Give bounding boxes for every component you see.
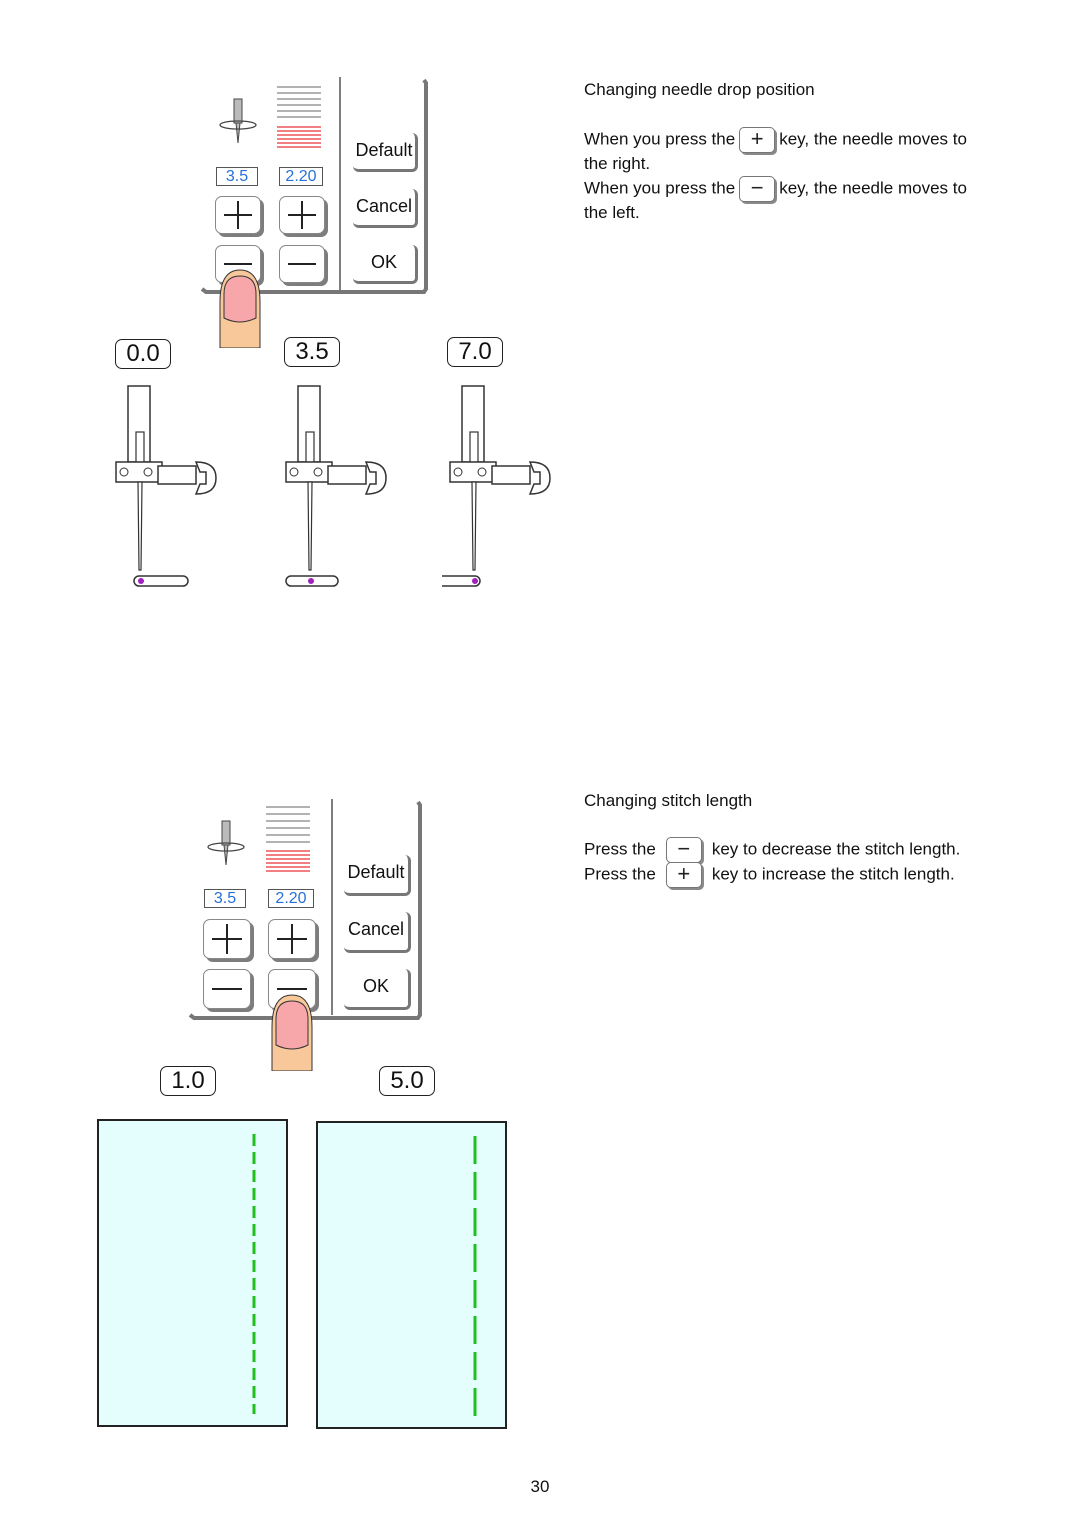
- width-plus-button[interactable]: [215, 196, 261, 234]
- length-value-display: 2.20: [279, 167, 323, 186]
- cancel-button[interactable]: Cancel: [344, 912, 411, 953]
- needle-center-icon: [285, 385, 387, 587]
- section1-title: Changing needle drop position: [584, 80, 815, 99]
- section2-line1: Press the−key to decrease the stitch len…: [584, 836, 961, 863]
- needle-width-icon: [207, 820, 245, 866]
- fabric-long-stitch: [316, 1121, 507, 1429]
- section1-line2: When you press the−key, the needle moves…: [584, 175, 967, 202]
- section2-line2-end: key to increase the stitch length.: [711, 864, 955, 884]
- default-button[interactable]: Default: [344, 855, 411, 896]
- width-value-display: 3.5: [216, 167, 258, 186]
- section2-line1-start: Press the: [584, 839, 656, 859]
- section2-line2: Press the + key to increase the stitch len…: [584, 861, 955, 888]
- stitch-length-short-label: 1.0: [160, 1066, 216, 1096]
- section1-line2-end: key, the needle moves to: [779, 178, 967, 198]
- length-plus-button[interactable]: [268, 919, 316, 959]
- section1-line2-cont: the left.: [584, 203, 640, 222]
- section1-line1-cont: the right.: [584, 154, 651, 173]
- plus-key-icon: +: [665, 861, 702, 888]
- needle-left-icon: [115, 385, 217, 587]
- finger-pointer-icon: [271, 994, 313, 1071]
- needle-right-icon: [442, 385, 551, 587]
- length-plus-button[interactable]: [279, 196, 325, 234]
- minus-key-icon: −: [739, 175, 776, 202]
- plus-key-icon: +: [739, 126, 776, 153]
- section1-line1: When you press the+key, the needle moves…: [584, 126, 967, 153]
- stitch-length-panel: 3.5 2.20 Default Cancel OK: [188, 797, 424, 1021]
- needle-position-center-label: 3.5: [284, 337, 340, 367]
- page-number: 30: [530, 1477, 550, 1496]
- fabric-short-stitch: [97, 1119, 288, 1427]
- ok-button[interactable]: OK: [344, 969, 411, 1010]
- section1-line1-end: key, the needle moves to: [779, 129, 967, 149]
- width-minus-button[interactable]: [203, 969, 251, 1009]
- section1-line1-start: When you press the: [584, 129, 736, 149]
- needle-position-panel: 3.5 2.20 Default Cancel OK: [200, 75, 430, 295]
- stitch-length-long-label: 5.0: [379, 1066, 435, 1096]
- cancel-button[interactable]: Cancel: [353, 189, 418, 228]
- length-value-display: 2.20: [268, 889, 314, 908]
- panel-frame: [200, 77, 428, 294]
- section2-title: Changing stitch length: [584, 791, 753, 810]
- width-value-display: 3.5: [204, 889, 246, 908]
- stitch-length-gauge-icon: [266, 806, 310, 872]
- length-minus-button[interactable]: [279, 245, 325, 283]
- finger-pointer-icon: [219, 269, 261, 348]
- panel-frame: [188, 799, 422, 1020]
- needle-width-icon: [219, 98, 257, 144]
- default-button[interactable]: Default: [353, 133, 418, 172]
- section1-line2-start: When you press the: [584, 178, 736, 198]
- needle-position-left-label: 0.0: [115, 339, 171, 369]
- section2-line1-end: key to decrease the stitch length.: [711, 839, 961, 859]
- needle-position-right-label: 7.0: [447, 337, 503, 367]
- section2-line2-start: Press the: [584, 864, 656, 884]
- stitch-length-gauge-icon: [277, 86, 321, 148]
- ok-button[interactable]: OK: [353, 245, 418, 284]
- width-plus-button[interactable]: [203, 919, 251, 959]
